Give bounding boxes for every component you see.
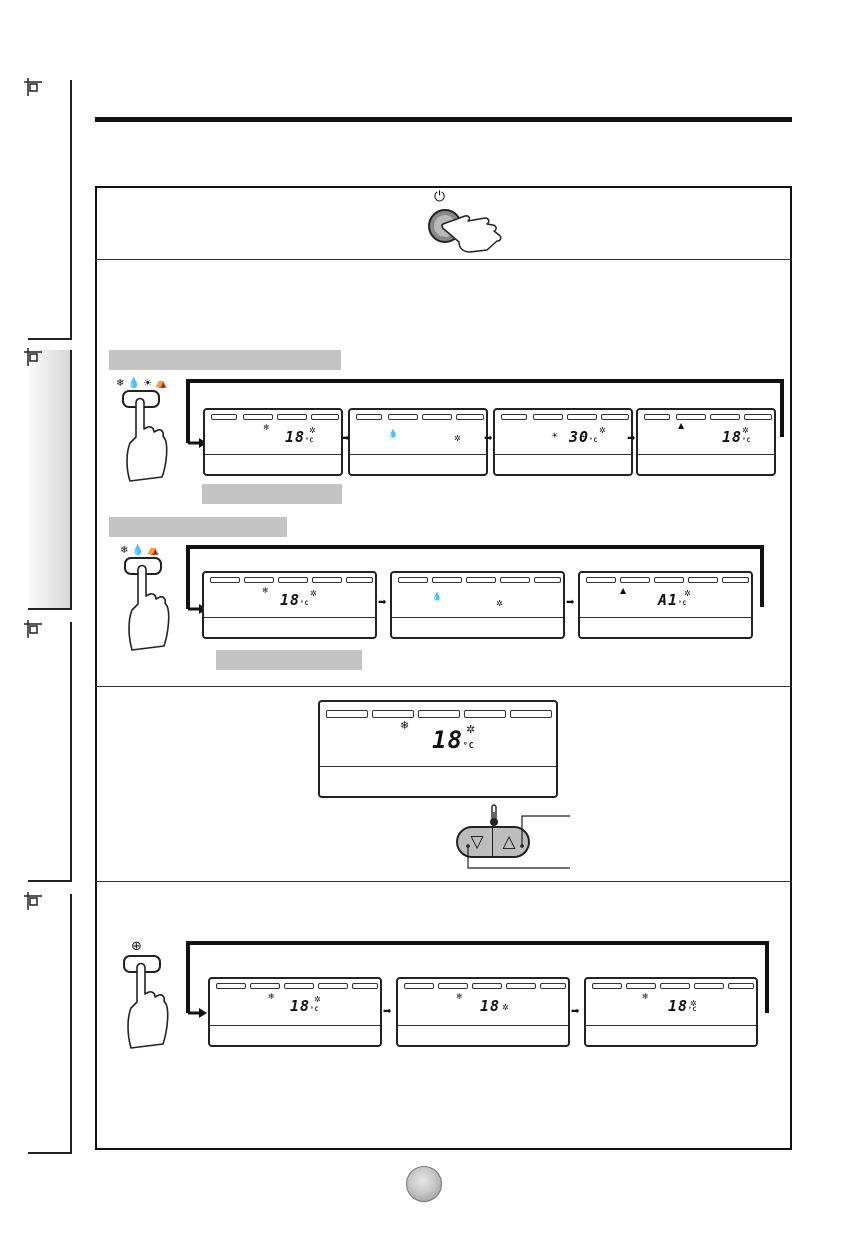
fan-speed-icon: ✲ [309,426,316,435]
lcd-cooling-cool: ❄ 18°C ✲ [202,571,377,639]
fan-speed-icon: ✲ [599,426,606,435]
side-tab-3 [28,622,72,882]
mode-icon: ▲ [678,421,685,430]
lcd-fan-speed-2: ❄ 18 ✲ [396,977,570,1047]
thermometer-icon [490,804,498,826]
mode-icon: ▲ [620,586,627,595]
temperature-unit: °C [688,1006,698,1013]
fan-loop-arrow [186,941,769,1018]
lcd-cooling-dry: 💧 ✲ [390,571,565,639]
registration-mark-icon [24,620,42,638]
fan-speed-icon: ✲ [684,589,691,598]
temperature-unit: °C [305,437,315,444]
temperature-unit: °C [742,437,752,444]
section-divider [95,881,792,882]
lcd-fan-speed-1: ❄ 18°C ✲ [208,977,382,1047]
sequence-arrow-icon: ➡ [484,433,493,444]
callout-lines [466,815,570,869]
sequence-arrow-icon: ➡ [341,433,350,444]
section-divider [95,259,792,260]
fan-speed-icon: ✲ [496,599,503,608]
lcd-heatpump-dry: 💧 ✲ [348,408,488,476]
mode-icon: ❄ [262,586,269,595]
mode-button-hand-icon[interactable] [120,556,172,656]
mode-icon: ❄ [456,992,463,1001]
section-divider [95,686,792,687]
rocker-divider [492,828,493,856]
temp-down-button[interactable]: ▽ [470,832,484,852]
lcd-heatpump-heat: ☀ 30°C ✲ [493,408,633,476]
sequence-arrow-icon: ➡ [378,597,387,608]
side-tab-1 [28,80,72,340]
mode-icon: ☀ [551,431,559,440]
sequence-arrow-icon: ➡ [566,597,575,608]
heatpump-mode-button-icons: ❄ 💧 ☀ ⛺ [116,378,168,389]
fan-speed-icon: ✲ [314,995,321,1004]
side-tab-2 [28,350,72,610]
sequence-arrow-icon: ➡ [627,433,636,444]
fan-speed-icon: ✲ [690,999,697,1008]
temperature-unit: °C [462,741,475,750]
cooling-label-bar [216,650,362,670]
registration-mark-icon [24,892,42,910]
mode-icon: 💧 [432,592,442,601]
mode-icon: ❄ [400,719,410,732]
mode-icon: ❄ [263,423,270,432]
temperature-unit: °C [589,437,599,444]
lcd-temperature-display: ❄ 18°C ✲ [318,700,558,798]
header-rule [95,117,792,122]
lcd-heatpump-cool: ❄ 18°C ✲ [203,408,343,476]
lcd-cooling-auto: ▲ A1°C ✲ [578,571,753,639]
mode-icon: ❄ [268,992,275,1001]
fan-speed-icon: ✲ [466,723,476,736]
power-symbol: ⏻ [434,189,446,205]
sequence-arrow-icon: ➡ [383,1006,392,1017]
temperature-readout: 18 [480,997,501,1015]
fan-button-hand-icon[interactable] [119,954,171,1054]
mode-icon: ❄ [642,992,649,1001]
temperature-unit: °C [678,600,688,607]
fan-speed-icon: ✲ [454,434,461,443]
temperature-readout: 18 [285,428,306,446]
fan-speed-icon: ✲ [742,426,749,435]
cooling-mode-button-icons: ❄ 💧 ⛺ [120,545,160,556]
temperature-readout: 18 [722,428,743,446]
registration-mark-icon [24,348,42,366]
temperature-unit: °C [310,1006,320,1013]
page-number-badge [406,1166,442,1202]
lcd-fan-speed-3: ❄ 18°C ✲ [584,977,758,1047]
temperature-readout: 18 [432,726,463,754]
heatpump-label-bar [202,484,342,504]
sequence-arrow-icon: ➡ [571,1006,580,1017]
temperature-readout: 18 [668,997,689,1015]
temperature-readout: 18 [290,997,311,1015]
mode-button-hand-icon[interactable] [118,389,170,485]
power-button-icon[interactable] [415,204,510,259]
lcd-heatpump-auto: ▲ 18°C ✲ [636,408,776,476]
cooling-header-bar [109,517,287,537]
registration-mark-icon [24,78,42,96]
temp-up-button[interactable]: △ [502,832,516,852]
temperature-unit: °C [300,600,310,607]
fan-speed-icon: ✲ [310,589,317,598]
main-frame [95,186,792,1150]
mode-icon: 💧 [388,429,398,438]
side-tab-4 [28,894,72,1154]
fan-speed-icon: ✲ [502,1003,509,1012]
temperature-readout: A1 [658,591,679,609]
heatpump-header-bar [109,350,341,370]
temperature-readout: 18 [280,591,301,609]
fan-button-icon: ⊕ [131,939,142,954]
temperature-readout: 30 [569,428,590,446]
